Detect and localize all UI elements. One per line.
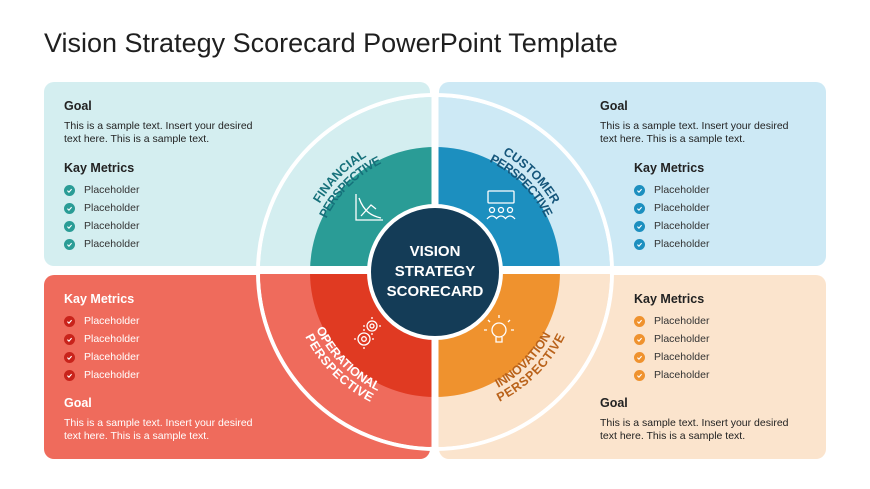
goal-text: This is a sample text. Insert your desir… — [64, 417, 253, 442]
lightbulb-icon — [484, 315, 514, 343]
check-icon — [634, 351, 645, 363]
metric-item: Placeholder — [634, 351, 709, 363]
check-icon — [64, 333, 75, 345]
metric-item: Placeholder — [64, 238, 139, 250]
metric-item: Placeholder — [634, 315, 709, 327]
gears-icon — [354, 317, 381, 349]
check-icon — [634, 202, 645, 214]
metric-item: Placeholder — [634, 333, 709, 345]
chart-icon — [355, 194, 383, 221]
check-icon — [634, 333, 645, 345]
goal-block-tr: Goal This is a sample text. Insert your … — [600, 99, 810, 146]
goal-text: This is a sample text. Insert your desir… — [600, 120, 789, 145]
metrics-title-tl: Kay Metrics — [64, 161, 135, 175]
metric-item: Placeholder — [634, 184, 709, 196]
slide-title: Vision Strategy Scorecard PowerPoint Tem… — [44, 28, 618, 58]
check-icon — [64, 202, 75, 214]
metric-item: Placeholder — [64, 202, 139, 214]
goal-text: This is a sample text. Insert your desir… — [600, 417, 789, 442]
metrics-title-tr: Kay Metrics — [634, 161, 705, 175]
metrics-title-bl: Kay Metrics — [64, 292, 135, 306]
check-icon — [64, 369, 75, 381]
check-icon — [634, 369, 645, 381]
metric-item: Placeholder — [64, 315, 139, 327]
goal-title: Goal — [600, 396, 628, 410]
goal-block-br: Goal This is a sample text. Insert your … — [600, 396, 810, 443]
metric-item: Placeholder — [64, 333, 139, 345]
check-icon — [64, 351, 75, 363]
check-icon — [64, 315, 75, 327]
metric-item: Placeholder — [64, 369, 139, 381]
center-label-2: STRATEGY — [395, 263, 476, 280]
metric-item: Placeholder — [64, 351, 139, 363]
goal-text: This is a sample text. Insert your desir… — [64, 120, 253, 145]
goal-title: Goal — [64, 396, 92, 410]
metric-item: Placeholder — [634, 369, 709, 381]
goal-block-bl: Goal This is a sample text. Insert your … — [64, 396, 274, 443]
check-icon — [634, 184, 645, 196]
center-label-1: VISION — [410, 243, 461, 260]
metric-item: Placeholder — [634, 238, 709, 250]
presentation-icon — [486, 190, 516, 220]
check-icon — [64, 184, 75, 196]
check-icon — [634, 220, 645, 232]
metric-item: Placeholder — [64, 184, 139, 196]
goal-title: Goal — [600, 99, 628, 113]
metric-item: Placeholder — [64, 220, 139, 232]
goal-title: Goal — [64, 99, 92, 113]
check-icon — [64, 238, 75, 250]
metric-item: Placeholder — [634, 202, 709, 214]
goal-block-tl: Goal This is a sample text. Insert your … — [64, 99, 274, 146]
center-circle — [367, 204, 503, 340]
check-icon — [634, 315, 645, 327]
check-icon — [634, 238, 645, 250]
check-icon — [64, 220, 75, 232]
center-label-3: SCORECARD — [387, 283, 484, 300]
metrics-title-br: Kay Metrics — [634, 292, 705, 306]
metric-item: Placeholder — [634, 220, 709, 232]
